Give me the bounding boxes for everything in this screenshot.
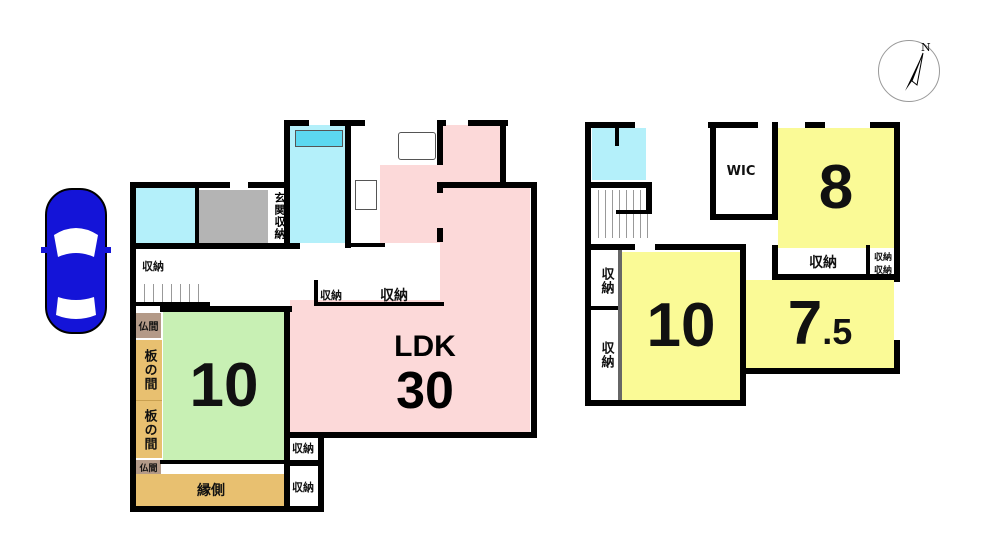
storage-small: 収納 (320, 289, 342, 302)
toilet (136, 188, 196, 243)
car-icon (41, 188, 111, 334)
floor-2: WIC 8 収納 収納 収納 10 収納 収納 7.5 (560, 0, 1000, 539)
washitsu: 10 (163, 312, 285, 460)
butsuma-upper: 仏間 (136, 313, 161, 338)
ldk-label: LDK (394, 330, 456, 363)
ldk-size: 30 (396, 362, 454, 420)
compass: N (878, 40, 940, 102)
entrance (198, 190, 268, 243)
sink (398, 132, 436, 160)
storage-small-1: 収納 (873, 252, 892, 263)
storage-long: 収納 (380, 288, 408, 304)
storage-small-2: 収納 (873, 265, 892, 276)
stove (355, 180, 377, 210)
stairs-2f (592, 190, 650, 238)
compass-arrow-icon (905, 52, 924, 91)
floor-1: 玄関収納 10 仏間 板の間 板の間 仏間 縁側 収納 収納 収納 収納 収納 … (130, 120, 537, 512)
storage-2f-2: 収納 (598, 341, 614, 369)
bathtub (295, 130, 343, 147)
engawa: 縁側 (136, 474, 286, 506)
stairs (136, 284, 206, 302)
storage-washitsu-1: 収納 (292, 442, 314, 455)
bedroom-10: 10 (622, 252, 740, 400)
storage-hall: 収納 (142, 260, 164, 273)
itanoma-1: 板の間 (136, 340, 162, 400)
toilet-2f (592, 128, 646, 180)
bedroom-7-5: 7.5 (746, 280, 894, 368)
bedroom-8: 8 (778, 128, 894, 248)
compass-north-label: N (921, 41, 931, 54)
wic: WIC (726, 163, 756, 179)
washitsu-size: 10 (189, 351, 259, 420)
storage-bedroom-8: 収納 (809, 255, 837, 271)
itanoma-2: 板の間 (136, 400, 162, 458)
storage-2f-1: 収納 (598, 267, 614, 295)
storage-washitsu-2: 収納 (292, 481, 314, 494)
butsuma-lower: 仏間 (136, 460, 161, 474)
entrance-storage-label: 玄関収納 (273, 192, 286, 240)
